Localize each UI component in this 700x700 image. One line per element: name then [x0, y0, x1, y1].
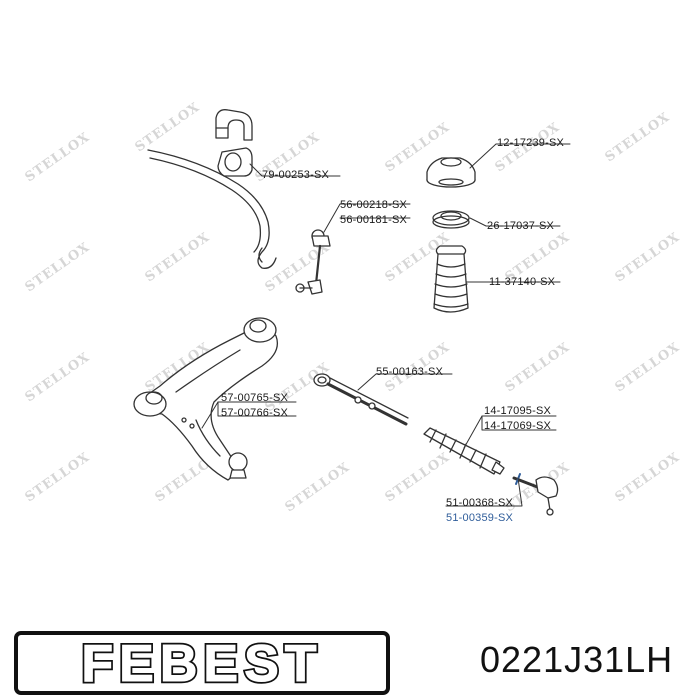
label-stabilizer-link-1: 56-00218-SX	[340, 199, 408, 211]
control-arm	[133, 317, 279, 481]
label-tie-rod-end-2: 51-00359-SX	[446, 512, 514, 524]
label-tie-rod: 55-00163-SX	[376, 366, 444, 378]
part-number: 0221J31LH	[480, 639, 674, 680]
strut-top-mount	[426, 157, 476, 188]
svg-text:FEBEST: FEBEST	[81, 635, 322, 693]
strut-bearing	[432, 210, 470, 229]
stabilizer-bracket	[215, 109, 253, 141]
label-steering-boot-2: 14-17069-SX	[484, 420, 552, 432]
label-control-arm-2: 57-00766-SX	[221, 407, 289, 419]
leader-lines	[201, 143, 571, 507]
stabilizer-bar	[147, 149, 277, 269]
label-tie-rod-end-1: 51-00368-SX	[446, 497, 514, 509]
label-stabilizer-bushing: 79-00253-SX	[262, 169, 330, 181]
stabilizer-bushing	[217, 147, 253, 177]
label-strut-bearing: 26-17037-SX	[487, 220, 555, 232]
label-steering-boot-1: 14-17095-SX	[484, 405, 552, 417]
steering-boot	[423, 427, 505, 475]
label-stabilizer-link-2: 56-00181-SX	[340, 214, 408, 226]
stabilizer-link	[295, 229, 331, 295]
febest-logo: FEBEST FEBEST	[14, 631, 390, 695]
dust-boot	[433, 245, 469, 313]
tie-rod	[313, 373, 409, 426]
label-dust-boot: 11-37140-SX	[489, 276, 556, 288]
label-control-arm-1: 57-00765-SX	[221, 392, 289, 404]
svg-text:FEBEST: FEBEST	[81, 635, 322, 693]
label-strut-mount: 12-17239-SX	[497, 137, 565, 149]
